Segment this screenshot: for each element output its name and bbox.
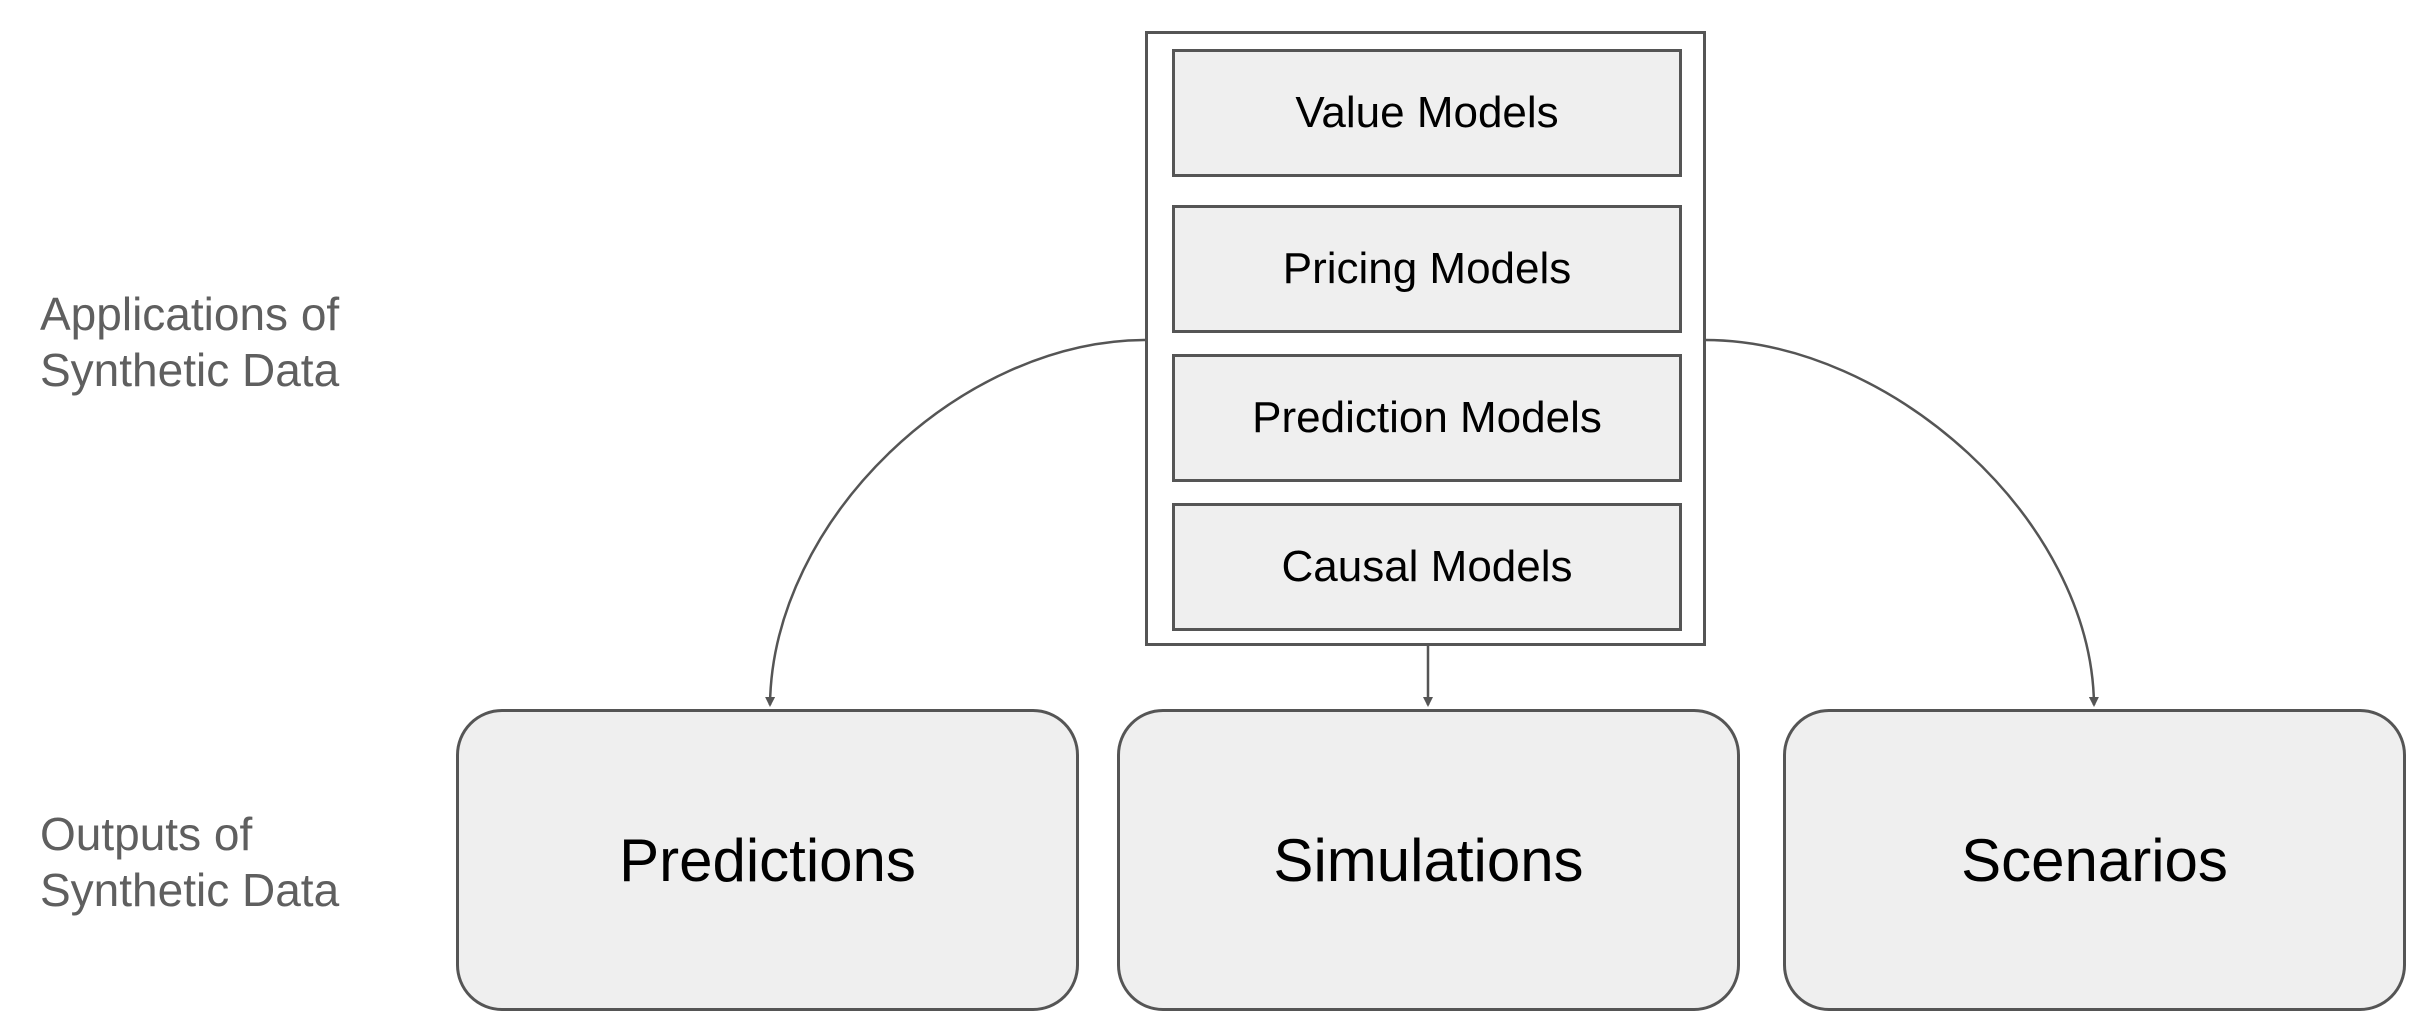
arrow-to-predictions: [765, 338, 1147, 707]
model-box-prediction: Prediction Models: [1172, 354, 1682, 482]
model-box-causal: Causal Models: [1172, 503, 1682, 631]
output-box-simulations: Simulations: [1117, 709, 1740, 1011]
row-label-outputs-line-1: Outputs of: [40, 808, 253, 860]
row-label-applications: Applications of Synthetic Data: [40, 286, 420, 398]
row-label-outputs-line-2: Synthetic Data: [40, 864, 340, 916]
row-label-outputs: Outputs of Synthetic Data: [40, 806, 420, 918]
model-box-value: Value Models: [1172, 49, 1682, 177]
output-box-predictions: Predictions: [456, 709, 1079, 1011]
row-label-applications-line-1: Applications of: [40, 288, 340, 340]
arrow-to-scenarios: [1704, 338, 2099, 707]
output-box-scenarios: Scenarios: [1783, 709, 2406, 1011]
model-box-pricing: Pricing Models: [1172, 205, 1682, 333]
row-label-applications-line-2: Synthetic Data: [40, 344, 340, 396]
